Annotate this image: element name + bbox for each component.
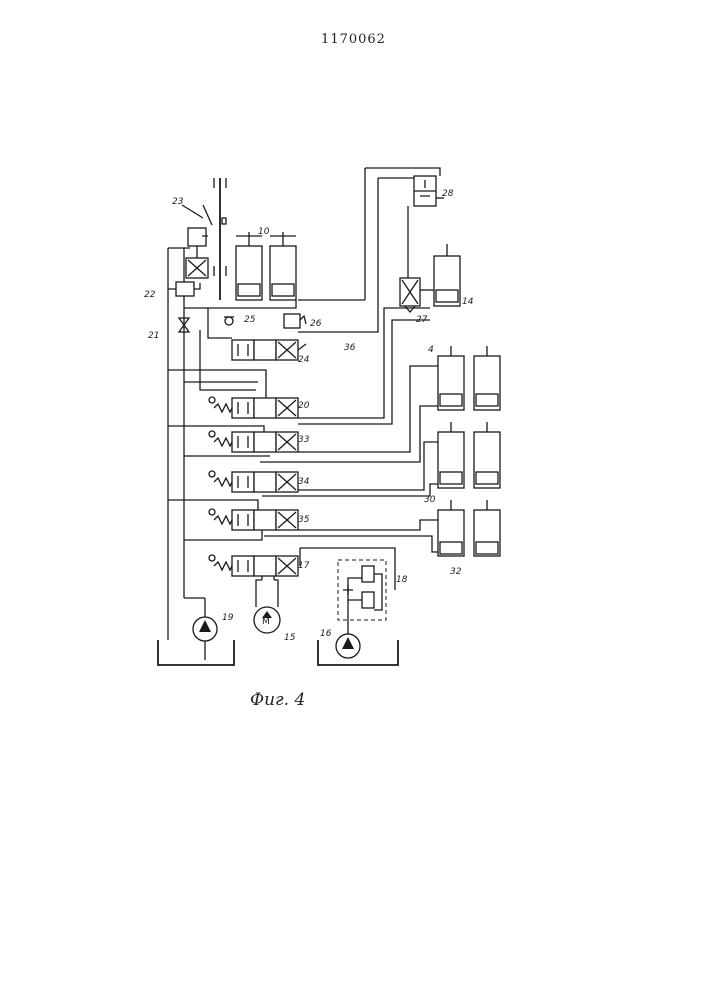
valve-33 (209, 431, 298, 452)
line-33-4 (298, 366, 438, 452)
label-18: 18 (396, 575, 408, 585)
pump-19 (184, 598, 217, 660)
label-10: 10 (258, 227, 270, 237)
line-34-30 (298, 442, 438, 490)
cylinder-14 (434, 244, 460, 306)
line-28-top (365, 168, 440, 176)
label-35: 35 (298, 515, 310, 525)
label-25: 25 (244, 315, 256, 325)
valve-22 (168, 282, 200, 296)
label-19: 19 (222, 613, 234, 623)
cylinder-group-32 (438, 500, 500, 556)
label-32: 32 (450, 567, 462, 577)
valve-unit-18 (300, 548, 395, 620)
label-4: 4 (428, 345, 434, 355)
line-35-32b (264, 536, 438, 552)
tank-left (158, 640, 234, 665)
guide-rail (214, 178, 226, 300)
label-34: 34 (298, 477, 310, 487)
valve-20 (209, 397, 298, 418)
line-35-32 (298, 520, 438, 530)
line-h-308 (184, 300, 296, 308)
line-h-370 (168, 370, 266, 398)
label-16: 16 (320, 629, 332, 639)
line-v-208 (208, 308, 232, 338)
label-27: 27 (416, 315, 428, 325)
label-28: 28 (442, 189, 454, 199)
check-valve-25 (224, 317, 234, 325)
label-17: 17 (298, 561, 310, 571)
valve-17 (209, 555, 298, 580)
label-23: 23 (172, 197, 184, 207)
pump-16 (336, 620, 360, 658)
figure-caption: Фиг. 4 (250, 690, 305, 710)
valve-27 (400, 278, 420, 312)
line-h-540 (184, 530, 262, 540)
label-26: 26 (310, 319, 322, 329)
valve-26 (284, 314, 306, 328)
label-24: 24 (298, 355, 310, 365)
valve-34 (209, 471, 298, 492)
cylinder-group-4 (438, 346, 500, 410)
label-21: 21 (148, 331, 159, 341)
label-30: 30 (424, 495, 436, 505)
valve-23-block (182, 205, 212, 278)
cylinder-group-30 (438, 422, 500, 488)
label-36: 36 (344, 343, 356, 353)
label-15: 15 (284, 633, 296, 643)
valve-24 (232, 340, 306, 360)
label-33: 33 (298, 435, 310, 445)
label-14: 14 (462, 297, 474, 307)
line-h-426 (168, 426, 264, 432)
cylinder-pair-10 (236, 232, 296, 300)
label-20: 20 (298, 401, 310, 411)
motor-letter: M (262, 617, 270, 627)
label-22: 22 (144, 290, 156, 300)
valve-28 (414, 176, 444, 206)
valve-35 (209, 509, 298, 530)
